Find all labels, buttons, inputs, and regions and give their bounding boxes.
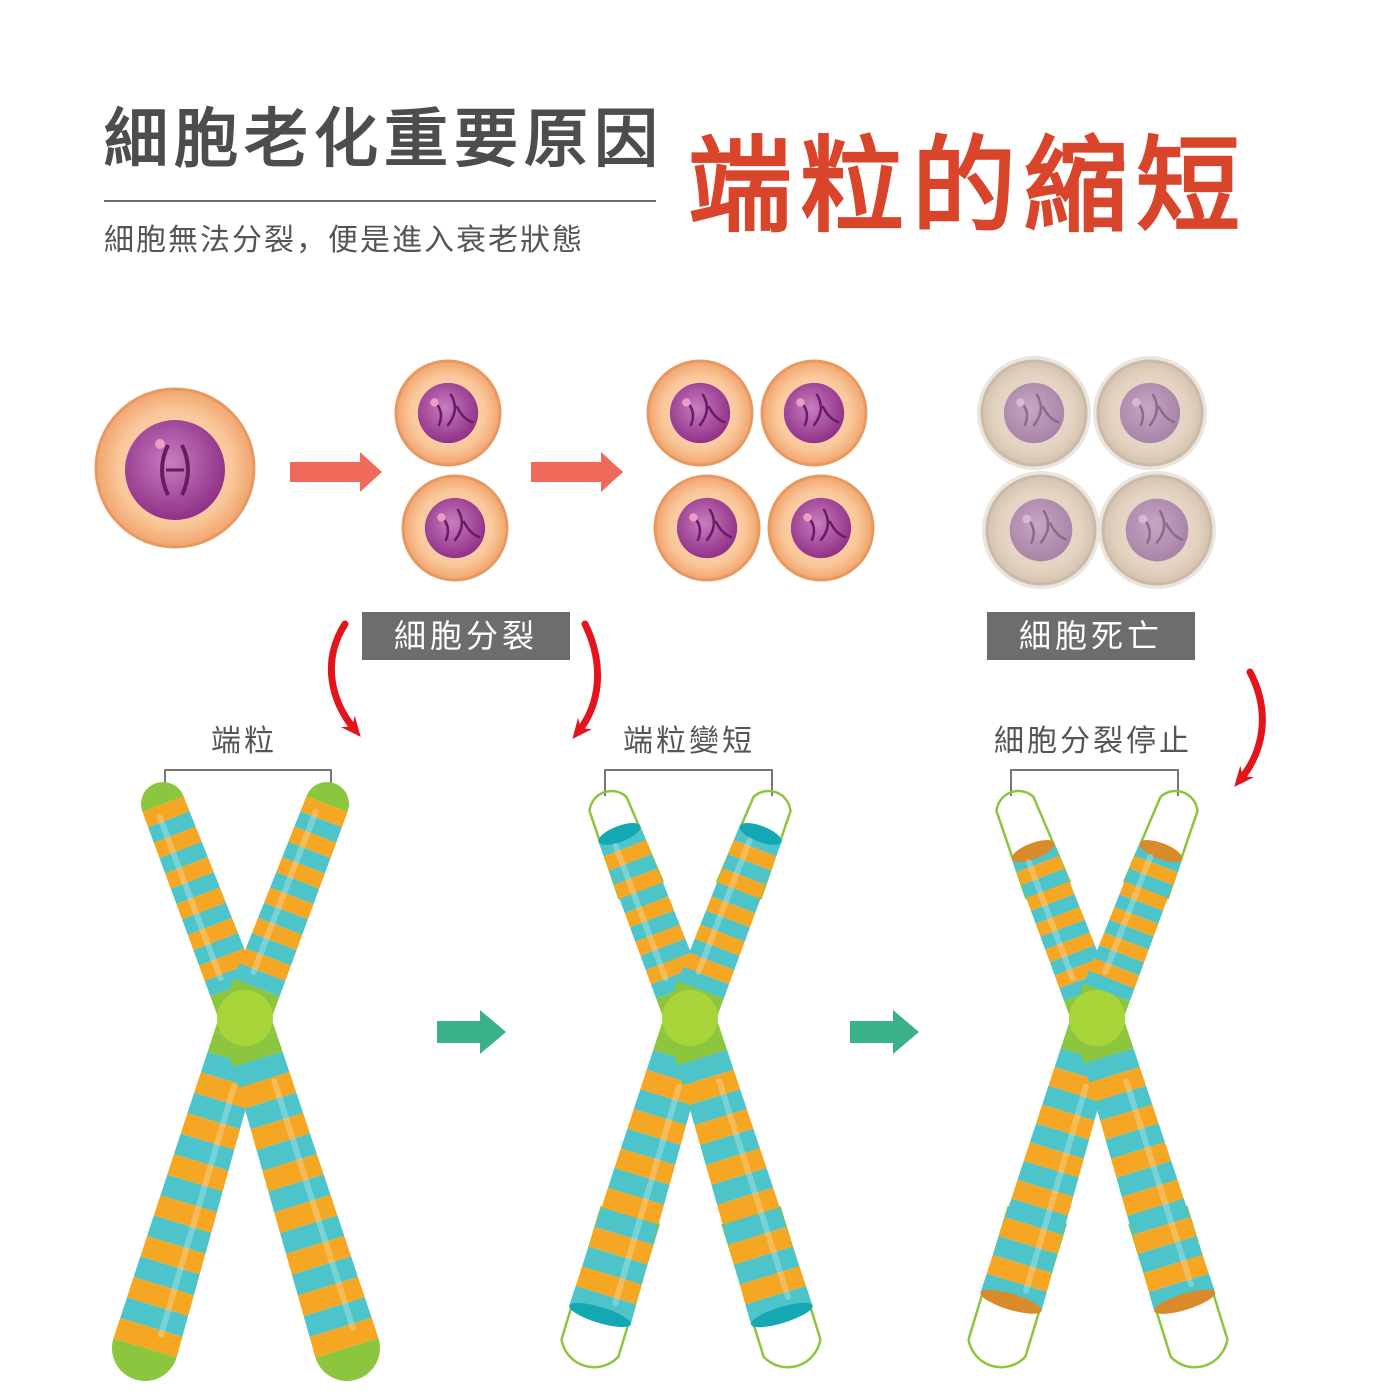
dead-cell-c [982,471,1100,589]
chromosome-short-telomere [560,789,822,1369]
page-title: 細胞老化重要原因 [104,103,664,177]
cell-death-label: 細胞死亡 [987,612,1195,660]
centromere [1069,990,1125,1046]
dead-cell-a [977,356,1091,470]
cell-2a [394,359,502,467]
cell-4d [767,474,875,582]
cell-division-label: 細胞分裂 [362,612,570,660]
telomere-bracket-3 [1010,769,1179,796]
dying-cells [977,356,1216,589]
page-subtitle: 細胞無法分裂，便是進入衰老狀態 [104,223,584,258]
telomere-bracket-2 [604,769,773,796]
dead-cell-b [1093,356,1207,470]
cell-4b [760,359,868,467]
centromere [217,990,273,1046]
division-stopped-label: 細胞分裂停止 [994,724,1192,759]
curve-arrow-2 [572,620,602,739]
chromosome-critical-telomere [967,789,1229,1369]
cell-4a [646,359,754,467]
four-cells [646,359,875,582]
shortened-telomere-label: 端粒變短 [623,724,755,759]
flow-arrow-right-1 [290,452,382,492]
two-cells [394,359,509,582]
centromere [662,990,718,1046]
curve-arrow-3 [1234,668,1266,787]
headline: 端粒的縮短 [688,125,1249,247]
curve-arrow-1 [327,620,361,737]
single-cell [94,387,256,549]
chromosome-full-telomere [112,782,380,1381]
flow-arrow-green-1 [437,1010,506,1054]
telomere-bracket-1 [164,769,332,796]
cell-2b [401,474,509,582]
flow-arrow-green-2 [850,1010,919,1054]
flow-arrow-right-2 [531,452,623,492]
dead-cell-d [1098,471,1216,589]
title-divider [104,200,656,202]
telomere-label: 端粒 [211,724,277,759]
cell-4c [653,474,761,582]
